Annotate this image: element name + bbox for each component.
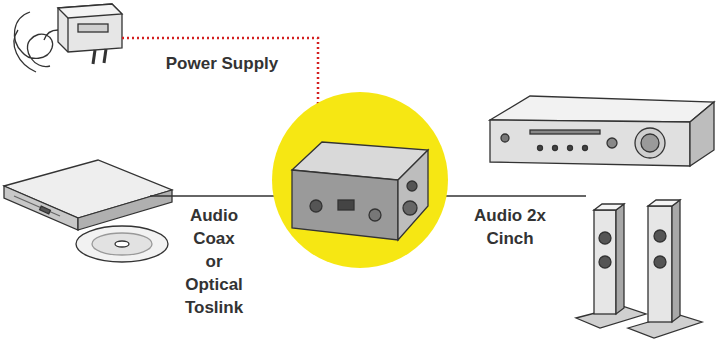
coax-line [150, 195, 274, 197]
power-line [122, 38, 318, 110]
cinch-line [446, 195, 586, 197]
amplifier [490, 96, 714, 166]
connection-label: Audio Coax or Optical Toslink [185, 204, 243, 319]
connection-label: Audio 2x Cinch [472, 204, 548, 250]
converter-box [292, 142, 428, 240]
power-adapter [14, 4, 122, 72]
highlight-circle [272, 92, 448, 268]
connection-label: Power Supply [166, 52, 278, 75]
dvd-player [4, 160, 172, 262]
speakers [576, 200, 702, 338]
